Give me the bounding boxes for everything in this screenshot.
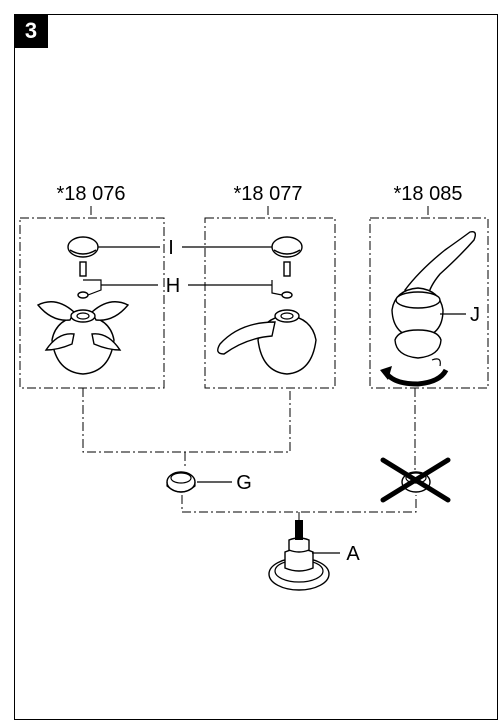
ring-g-side [166, 482, 196, 493]
crossed-out-ring [380, 457, 451, 503]
cross-handle-hole [76, 312, 90, 320]
spindle-nut [288, 537, 310, 553]
lever-handle-assembly [217, 236, 317, 375]
ring-g [166, 471, 196, 493]
step-number-badge: 3 [14, 14, 48, 48]
cross-arm-front-right [91, 333, 122, 351]
label-a: A [346, 543, 360, 565]
leader-h-right-bracket [271, 280, 283, 296]
box-variant-18077 [204, 217, 336, 389]
cap-i-middle-rim [273, 249, 301, 255]
cross-arm-left [36, 301, 75, 321]
washer-h-left [77, 291, 89, 299]
diagram-frame [14, 14, 498, 720]
long-lever-assembly [380, 230, 477, 387]
cross-mark-stroke-2 [380, 457, 451, 503]
long-lever-arm [403, 230, 477, 297]
screw-h-left [79, 261, 87, 277]
connector-lower [181, 495, 417, 513]
variant-code-18076: *18 076 [57, 183, 126, 205]
rotation-arrow-tail [431, 358, 441, 367]
spindle-a [268, 520, 330, 591]
rotation-arrow [385, 368, 449, 387]
ring-g-inner [170, 472, 192, 484]
label-g: G [236, 472, 252, 494]
connector-left-boxes [82, 388, 291, 453]
rotation-arrow-head [380, 366, 392, 380]
variant-code-18077: *18 077 [234, 183, 303, 205]
lever-arm [217, 321, 276, 355]
spindle-stem [295, 520, 303, 540]
label-j: J [470, 304, 480, 326]
cross-handle-assembly [36, 236, 130, 375]
screw-h-middle [283, 261, 291, 277]
cap-i-left-rim [69, 249, 97, 255]
washer-h-middle [281, 291, 293, 299]
cross-arm-front-left [44, 333, 75, 351]
variant-code-18085: *18 085 [394, 183, 463, 205]
cross-arm-right [91, 301, 130, 321]
box-variant-18085 [369, 217, 489, 389]
long-lever-sleeve-j [394, 329, 442, 359]
label-h: H [166, 275, 180, 297]
lever-handle-top [274, 309, 300, 323]
cross-handle-top [70, 309, 96, 323]
box-variant-18076 [19, 217, 165, 389]
lever-handle-hole [280, 312, 294, 320]
label-i: I [168, 237, 174, 259]
long-lever-collar [395, 291, 441, 309]
